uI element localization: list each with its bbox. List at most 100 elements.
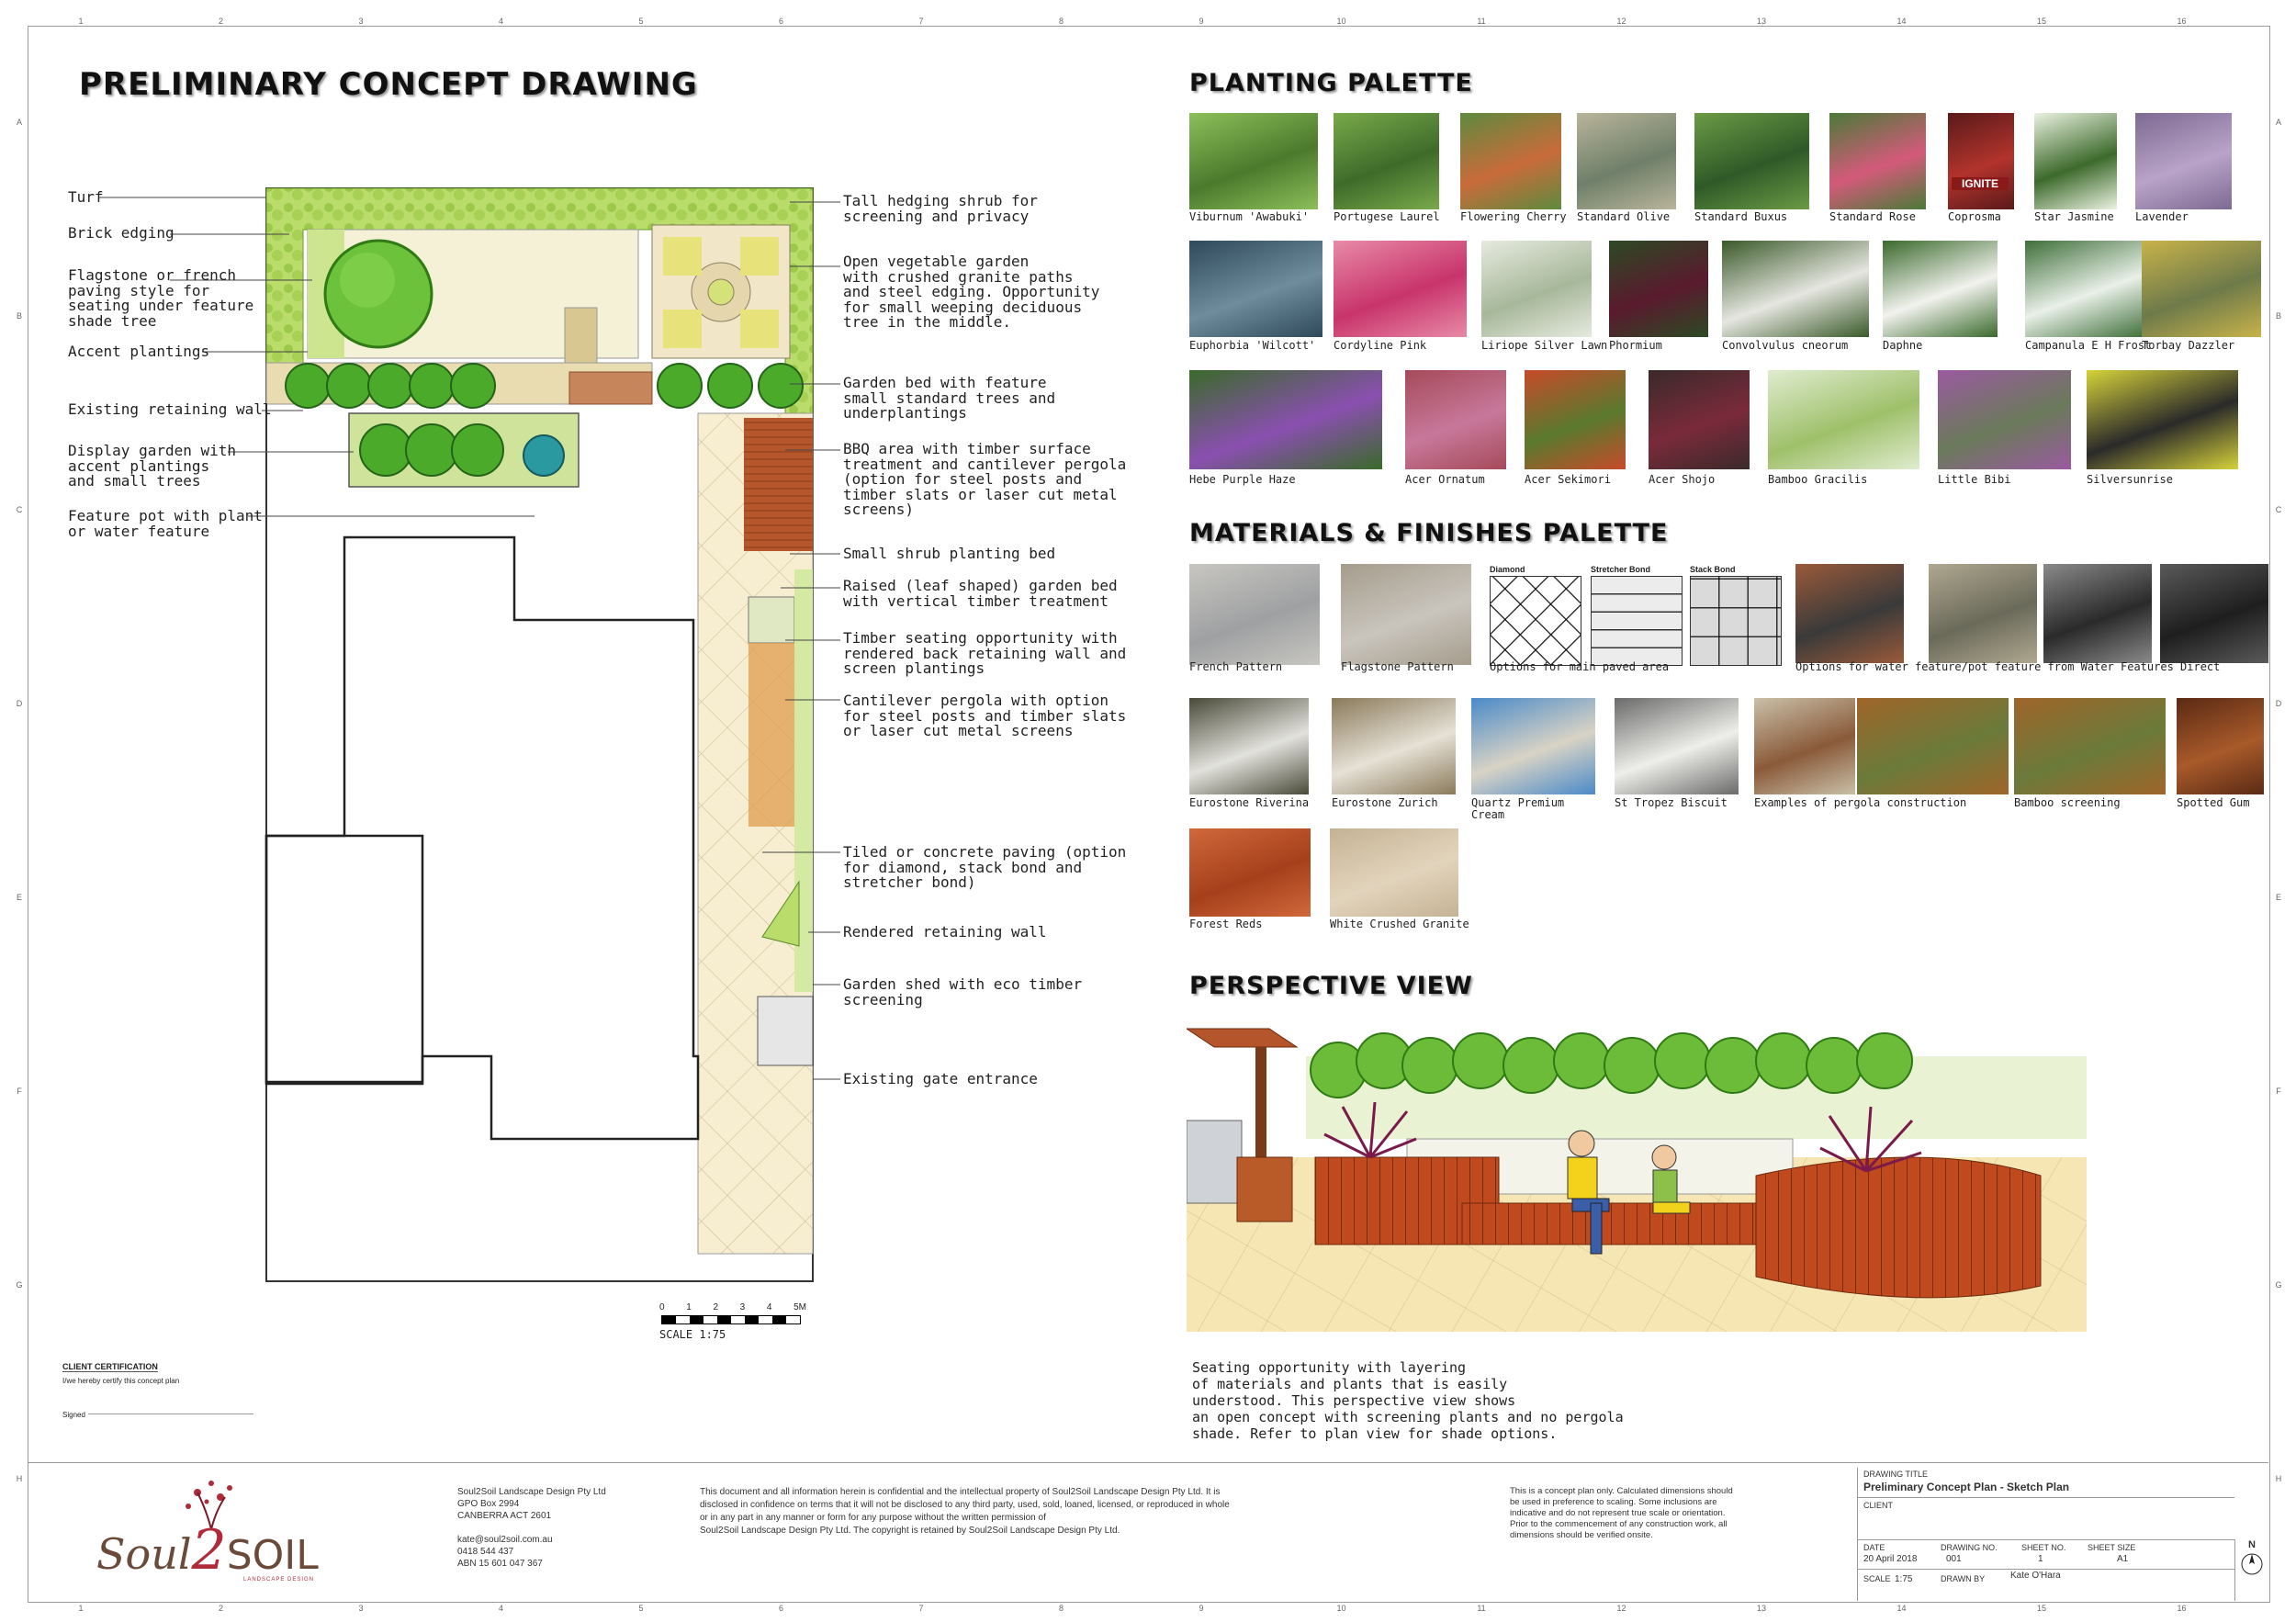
grid-letter: F: [2276, 1087, 2281, 1096]
plant-caption: Convolvulus cneorum: [1722, 339, 1849, 352]
plant-caption: Hebe Purple Haze: [1189, 473, 1296, 486]
client-certification: CLIENT CERTIFICATION I/we hereby certify…: [62, 1357, 253, 1419]
logo-tagline: LANDSCAPE DESIGN: [243, 1577, 315, 1583]
grid-number: 15: [2036, 1604, 2046, 1613]
grid-letter: D: [16, 699, 23, 708]
client-label: CLIENT: [1863, 1501, 1894, 1510]
grid-number: 10: [1336, 1604, 1346, 1613]
plant-caption: Acer Sekimori: [1525, 473, 1611, 486]
grid-number: 14: [1896, 17, 1907, 26]
plant-caption: Daphne: [1883, 339, 1923, 352]
water-feature-photo: [2160, 564, 2268, 663]
bond-title: Stack Bond: [1690, 565, 1736, 574]
plant-caption: Acer Shojo: [1649, 473, 1716, 486]
grid-number: 13: [1756, 17, 1766, 26]
grid-number: 6: [778, 1604, 783, 1613]
garden-shed: [757, 996, 814, 1066]
tree-logo-icon: [186, 1481, 232, 1529]
perspective-heading: PERSPECTIVE VIEW: [1189, 972, 1473, 1000]
material-caption: French Pattern: [1189, 660, 1283, 673]
plant-caption: Standard Buxus: [1694, 210, 1788, 223]
grid-letter: H: [16, 1474, 23, 1483]
plant-caption: Viburnum 'Awabuki': [1189, 210, 1310, 223]
bond-pattern-swatch: [1690, 576, 1782, 666]
plant-photo: [1189, 241, 1322, 337]
certification-text: I/we hereby certify this concept plan: [62, 1377, 180, 1385]
drawing-title: Preliminary Concept Plan - Sketch Plan: [1863, 1481, 2070, 1493]
grid-number: 1: [78, 17, 84, 26]
scale-label-tb: SCALE: [1863, 1574, 1891, 1583]
label-raised-bed: Raised (leaf shaped) garden bed with ver…: [843, 577, 1118, 610]
date-label: DATE: [1863, 1543, 1885, 1552]
grid-number: 6: [778, 17, 783, 26]
plant-photo: [2034, 113, 2117, 209]
material-caption: St Tropez Biscuit: [1615, 796, 1728, 809]
plant-photo: [1694, 113, 1809, 209]
material-photo: [1189, 564, 1320, 665]
plant-caption: Lavender: [2135, 210, 2189, 223]
label-tall-hedging: Tall hedging shrub for screening and pri…: [843, 192, 1038, 225]
plant-caption: Euphorbia 'Wilcott': [1189, 339, 1316, 352]
plant-caption: Phormium: [1609, 339, 1662, 352]
grid-number: 1: [78, 1604, 84, 1613]
plant-caption: Flowering Cherry: [1460, 210, 1567, 223]
material-photo: [1332, 698, 1456, 794]
scale-tick: 3: [739, 1302, 746, 1312]
grid-number: 9: [1199, 17, 1204, 26]
label-feature-pot: Feature pot with plant or water feature: [68, 507, 263, 540]
label-gate-entrance: Existing gate entrance: [843, 1070, 1038, 1087]
plant-photo: [2025, 241, 2144, 337]
label-small-shrub: Small shrub planting bed: [843, 545, 1056, 562]
grid-letter: E: [2275, 893, 2281, 902]
plant-caption: Star Jasmine: [2034, 210, 2114, 223]
plant-photo: [1189, 113, 1318, 209]
plant-caption: Acer Ornatum: [1405, 473, 1485, 486]
scale-value-tb: 1:75: [1895, 1574, 1913, 1584]
material-photo: [1341, 564, 1471, 665]
grid-number: 7: [918, 1604, 924, 1613]
cordylines: [1323, 1101, 1922, 1173]
grid-number: 11: [1477, 1604, 1486, 1613]
site-plan: [264, 187, 814, 1282]
grid-letter: C: [2275, 505, 2282, 514]
label-tiled-paving: Tiled or concrete paving (option for dia…: [843, 843, 1127, 891]
grid-number: 9: [1199, 1604, 1204, 1613]
bbq-timber: [744, 418, 813, 551]
footer-divider: [28, 1462, 2268, 1463]
grid-number: 8: [1058, 1604, 1064, 1613]
sheet-size-value: A1: [2117, 1554, 2129, 1564]
water-feature-photo: [1929, 564, 2037, 663]
planting-palette-heading: PLANTING PALETTE: [1189, 69, 1473, 97]
material-caption: Flagstone Pattern: [1341, 660, 1454, 673]
label-display-garden: Display garden with accent plantings and…: [68, 442, 237, 490]
logo-two: 2: [191, 1518, 227, 1583]
grid-number: 12: [1616, 1604, 1626, 1613]
grid-number: 12: [1616, 17, 1626, 26]
plant-photo: [1460, 113, 1561, 209]
bond-pattern-swatch: [1591, 576, 1683, 666]
material-caption: Bamboo screening: [2014, 796, 2121, 809]
grid-letter: F: [17, 1087, 22, 1096]
scale-bar: 0 1 2 3 4 5M SCALE 1:75: [659, 1302, 806, 1341]
scale-tick: 1: [686, 1302, 692, 1312]
material-caption: Eurostone Zurich: [1332, 796, 1438, 809]
plant-caption: Torbay Dazzler: [2142, 339, 2235, 352]
bond-pattern-swatch: [1490, 576, 1581, 666]
grid-letter: D: [2275, 699, 2282, 708]
feature-pot: [523, 434, 565, 477]
seated-people: [1567, 1130, 1691, 1255]
coprosma-sign: IGNITE: [1952, 177, 2009, 190]
material-caption: White Crushed Granite: [1330, 918, 1469, 930]
material-photo: [1189, 828, 1311, 917]
grid-number: 5: [638, 17, 644, 26]
plant-photo: [1189, 370, 1382, 469]
plant-photo: [1649, 370, 1750, 469]
plant-photo: [1334, 113, 1439, 209]
concept-note: This is a concept plan only. Calculated …: [1510, 1486, 1733, 1540]
label-accent-plantings: Accent plantings: [68, 343, 210, 360]
label-garden-bed: Garden bed with feature small standard t…: [843, 374, 1056, 422]
north-arrow-icon: [2241, 1553, 2263, 1575]
material-photo: [1857, 698, 2009, 794]
material-caption: Options for main paved area: [1490, 660, 1670, 673]
material-photo: [1189, 698, 1309, 794]
